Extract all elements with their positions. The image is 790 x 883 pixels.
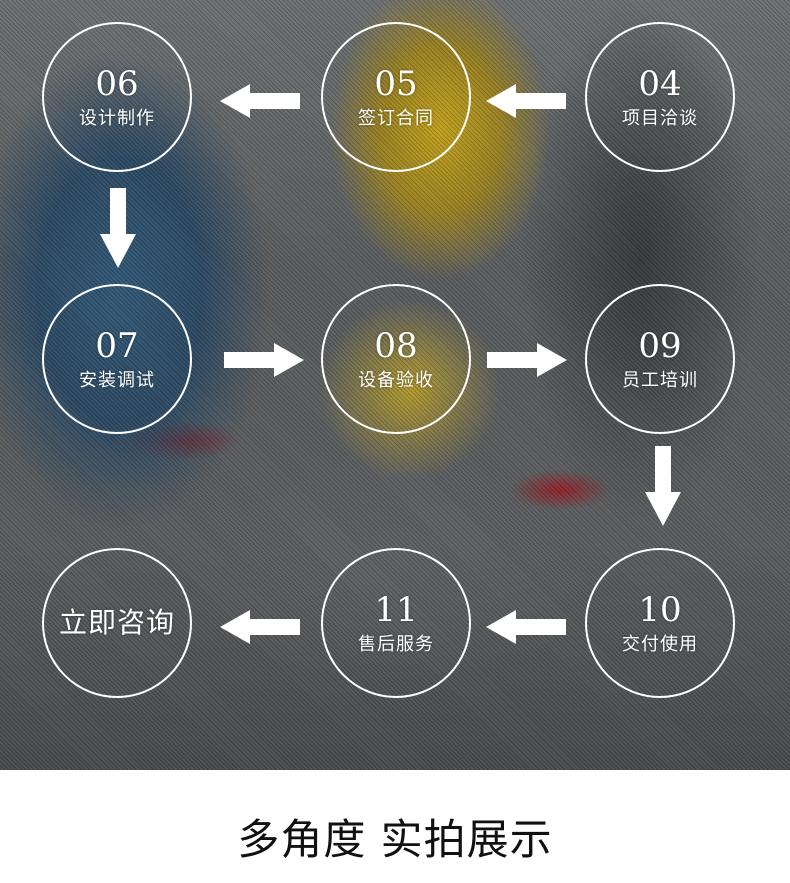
step-label: 交付使用 [622,634,698,655]
step-number: 05 [374,64,418,104]
step-label: 设计制作 [79,108,155,129]
step-number: 09 [638,326,682,366]
step-number: 10 [638,590,682,630]
step-label: 员工培训 [622,370,698,391]
step-number: 08 [374,326,418,366]
arrow-down-icon [100,188,136,268]
consult-now-label: 立即咨询 [58,606,175,639]
arrow-left-icon [486,610,566,644]
arrow-left-icon [486,84,566,118]
step-label: 安装调试 [79,370,155,391]
arrow-right-icon [487,343,567,377]
step-05: 05 签订合同 [321,22,471,172]
arrow-left-icon [220,84,300,118]
step-label: 设备验收 [358,370,434,391]
step-11: 11 售后服务 [321,548,471,698]
step-label: 签订合同 [358,108,434,129]
step-10: 10 交付使用 [585,548,735,698]
step-number: 11 [374,590,418,630]
arrow-left-icon [220,610,300,644]
step-09: 09 员工培训 [585,284,735,434]
step-number: 04 [638,64,682,104]
step-label: 项目洽谈 [622,108,698,129]
step-number: 07 [95,326,139,366]
arrow-down-icon [645,446,681,526]
step-07: 07 安装调试 [42,284,192,434]
step-label: 售后服务 [358,634,434,655]
step-04: 04 项目洽谈 [585,22,735,172]
caption-heading: 多角度 实拍展示 [237,815,553,864]
step-number: 06 [95,64,139,104]
arrow-right-icon [224,343,304,377]
step-06: 06 设计制作 [42,22,192,172]
step-08: 08 设备验收 [321,284,471,434]
consult-now-circle[interactable]: 立即咨询 [42,548,192,698]
